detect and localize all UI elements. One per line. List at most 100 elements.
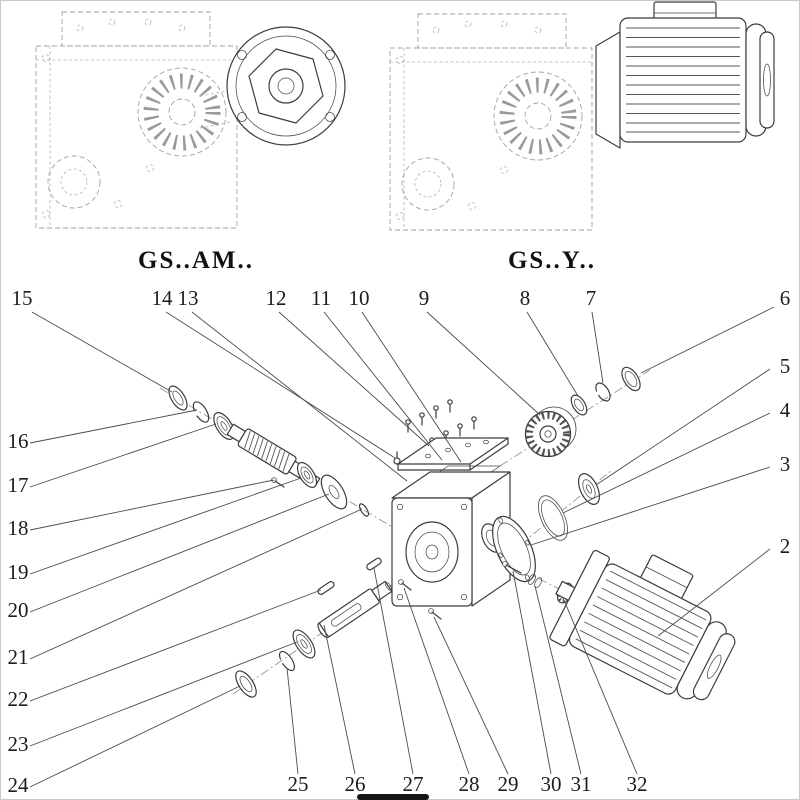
callout-30: 30	[541, 772, 562, 796]
leader-line-16	[29, 409, 198, 444]
callout-5: 5	[780, 354, 791, 378]
leader-line-6	[640, 306, 775, 374]
callout-21: 21	[8, 645, 29, 669]
leader-line-21	[29, 508, 363, 660]
callout-26: 26	[345, 772, 366, 796]
callout-15: 15	[12, 286, 33, 310]
leader-line-9	[426, 311, 541, 416]
motor-y-drawing	[595, 1, 775, 149]
callout-4: 4	[780, 398, 791, 422]
flange-am-drawing	[226, 26, 346, 146]
variant-label-am: GS..AM..	[138, 247, 254, 274]
axis-output-shaft	[232, 559, 429, 695]
part-pin-18	[271, 477, 285, 488]
leader-line-18	[29, 479, 275, 531]
callout-12: 12	[266, 286, 287, 310]
leader-line-12	[278, 311, 430, 447]
callout-22: 22	[8, 687, 29, 711]
part-circlip-25	[278, 650, 296, 672]
part-bolt-28	[398, 579, 412, 591]
callout-32: 32	[627, 772, 648, 796]
part-bearing-19	[296, 461, 318, 489]
axis-gear-shaft	[499, 369, 651, 467]
part-cover-5	[578, 473, 600, 505]
callout-10: 10	[349, 286, 370, 310]
leader-line-23	[29, 641, 298, 747]
callout-11: 11	[311, 286, 331, 310]
callout-numbers: 15 14 13 12 11 10 9 8 7 6 5 4 3 2 16 17 …	[8, 286, 791, 797]
callout-16: 16	[8, 429, 29, 453]
callout-19: 19	[8, 560, 29, 584]
callout-28: 28	[459, 772, 480, 796]
part-retaining-ring-16	[192, 401, 210, 423]
part-washer-disc-20	[320, 474, 348, 510]
leader-line-14	[165, 311, 396, 459]
leader-line-27	[373, 567, 414, 775]
callout-14: 14	[152, 286, 174, 310]
callout-25: 25	[288, 772, 309, 796]
part-oil-seal-15	[168, 385, 188, 411]
callout-27: 27	[403, 772, 424, 796]
leader-line-8	[526, 311, 579, 397]
callout-3: 3	[780, 452, 791, 476]
part-circlip-7	[595, 382, 611, 402]
variant-label-y: GS..Y..	[508, 247, 596, 274]
leader-line-24	[29, 685, 241, 788]
callout-24: 24	[8, 773, 30, 797]
callout-13: 13	[178, 286, 199, 310]
callout-23: 23	[8, 732, 29, 756]
part-helical-gear-9	[524, 406, 577, 458]
part-bolt-30	[502, 561, 522, 574]
part-ring-6	[621, 366, 641, 392]
part-key-27	[366, 557, 382, 571]
motor-fins-overview	[626, 27, 740, 133]
callout-29: 29	[498, 772, 519, 796]
cover-holes-11	[425, 439, 489, 459]
leader-line-10	[361, 311, 462, 463]
leader-line-17	[29, 423, 217, 488]
worm-thread-lines	[244, 430, 290, 472]
part-oil-seal-24	[235, 670, 257, 698]
leader-line-13	[191, 311, 408, 482]
part-bearing-23	[292, 629, 316, 659]
leader-line-31	[534, 585, 582, 775]
part-oring-21	[358, 503, 370, 517]
part-housing	[391, 471, 511, 607]
motor-fins	[575, 570, 707, 689]
callout-17: 17	[8, 473, 29, 497]
leader-line-15	[31, 311, 173, 393]
part-gasket-4	[538, 495, 568, 541]
leader-line-3	[530, 466, 771, 546]
leader-line-4	[562, 412, 771, 514]
callout-8: 8	[520, 286, 531, 310]
leader-line-26	[323, 624, 356, 775]
part-pin-22	[317, 581, 335, 595]
part-bolt-29	[428, 608, 442, 620]
callout-6: 6	[780, 286, 791, 310]
part-output-shaft-26	[317, 580, 393, 639]
part-flange-ring-3	[492, 515, 536, 583]
leader-line-19	[29, 477, 302, 575]
leader-line-32	[563, 599, 638, 775]
part-vent-plug-14	[393, 451, 401, 465]
leader-line-5	[595, 368, 771, 486]
callout-9: 9	[419, 286, 430, 310]
leader-line-2	[657, 548, 771, 637]
bottom-edge-mark	[357, 794, 429, 800]
leader-line-30	[512, 570, 552, 775]
leader-line-25	[286, 667, 299, 775]
gearbox-y-drawing	[389, 13, 593, 231]
callout-7: 7	[586, 286, 597, 310]
leader-line-7	[591, 311, 604, 384]
leader-line-28	[403, 587, 470, 775]
callout-18: 18	[8, 516, 29, 540]
leader-lines	[29, 306, 775, 788]
part-motor-2	[549, 549, 736, 701]
exploded-view	[159, 366, 736, 701]
callout-31: 31	[571, 772, 592, 796]
callout-20: 20	[8, 598, 29, 622]
part-washer-8	[570, 394, 588, 416]
leader-line-22	[29, 589, 322, 702]
